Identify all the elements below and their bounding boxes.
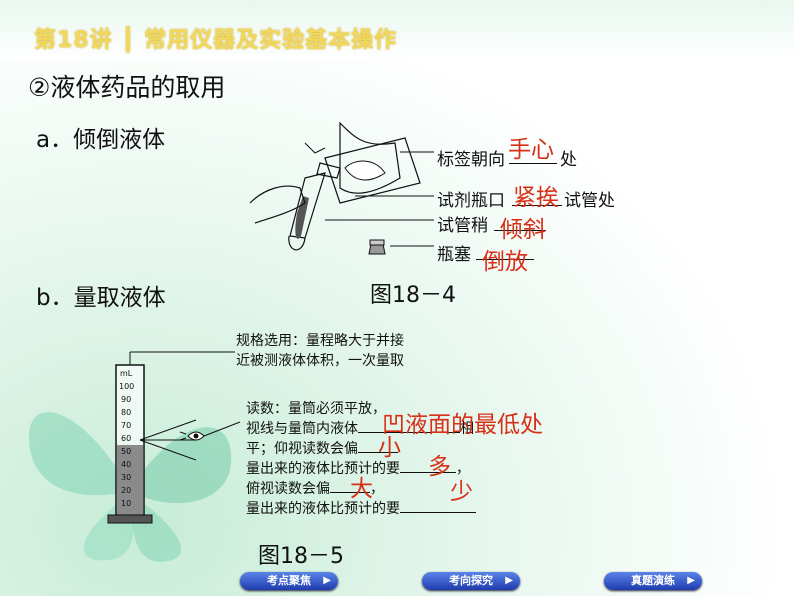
answer-large: 大 xyxy=(350,476,373,502)
tick-40: 40 xyxy=(121,460,131,469)
pouring-illustration xyxy=(249,121,421,251)
graduated-cylinder: mL 100 90 80 70 60 50 40 30 20 10 xyxy=(107,351,241,524)
cylinder-unit: mL xyxy=(120,369,133,378)
answer-tilt: 倾斜 xyxy=(500,217,546,243)
nav-button-key-points[interactable]: 考点聚焦▶ xyxy=(240,572,338,590)
tick-90: 90 xyxy=(121,395,131,404)
arrow-right-icon: ▶ xyxy=(323,575,331,586)
label-place: 处 xyxy=(560,150,577,170)
arrow-right-icon: ▶ xyxy=(687,575,695,586)
figure-18-4-caption: 图18－4 xyxy=(370,283,456,308)
blank-3 xyxy=(494,230,546,231)
answer-small: 小 xyxy=(378,435,401,461)
tick-80: 80 xyxy=(121,408,131,417)
nav-button-practice[interactable]: 真题演练▶ xyxy=(604,572,702,590)
label-orientation: 标签朝向 xyxy=(437,150,505,170)
reading-note: 读数：量筒必须平放， 视线与量筒内液体相 平；仰视读数会偏 量出来的液体比预计的… xyxy=(246,401,476,517)
header-bar: 第18讲 ┃ 常用仪器及实验基本操作 xyxy=(0,0,794,60)
tick-60: 60 xyxy=(121,434,131,443)
butterfly-decoration xyxy=(28,412,232,562)
tick-20: 20 xyxy=(121,486,131,495)
arrow-right-icon: ▶ xyxy=(505,575,513,586)
part-b-title: b．量取液体 xyxy=(36,285,166,311)
tick-30: 30 xyxy=(121,473,131,482)
tick-100: 100 xyxy=(119,382,134,391)
answer-upside-down: 倒放 xyxy=(482,249,528,275)
answer-more: 多 xyxy=(428,454,451,480)
blank-4 xyxy=(476,259,534,260)
figure-18-5-caption: 图18－5 xyxy=(258,544,344,569)
stopper-icon xyxy=(368,239,386,255)
part-a-title: a．倾倒液体 xyxy=(36,127,166,153)
label-test-tube-mouth: 试管处 xyxy=(564,191,615,211)
label-stopper: 瓶塞 xyxy=(437,245,471,265)
tick-50: 50 xyxy=(121,447,131,456)
nav-button-explore[interactable]: 考向探究▶ xyxy=(422,572,520,590)
section-title: ②液体药品的取用 xyxy=(28,73,226,102)
tick-70: 70 xyxy=(121,421,131,430)
blank-2 xyxy=(512,205,562,206)
label-bottle-mouth: 试剂瓶口 xyxy=(437,191,505,211)
answer-close: 紧挨 xyxy=(513,185,559,211)
tick-10: 10 xyxy=(121,499,131,508)
answer-palm: 手心 xyxy=(508,137,554,163)
lesson-title: 第18讲 ┃ 常用仪器及实验基本操作 xyxy=(34,28,398,53)
spec-note: 规格选用：量程略大于并接 近被测液体体积，一次量取 xyxy=(236,333,404,369)
label-test-tube: 试管稍 xyxy=(437,216,488,236)
answer-meniscus: 凹液面的最低处 xyxy=(382,412,543,438)
answer-less: 少 xyxy=(450,479,473,505)
blank-1 xyxy=(509,163,557,164)
